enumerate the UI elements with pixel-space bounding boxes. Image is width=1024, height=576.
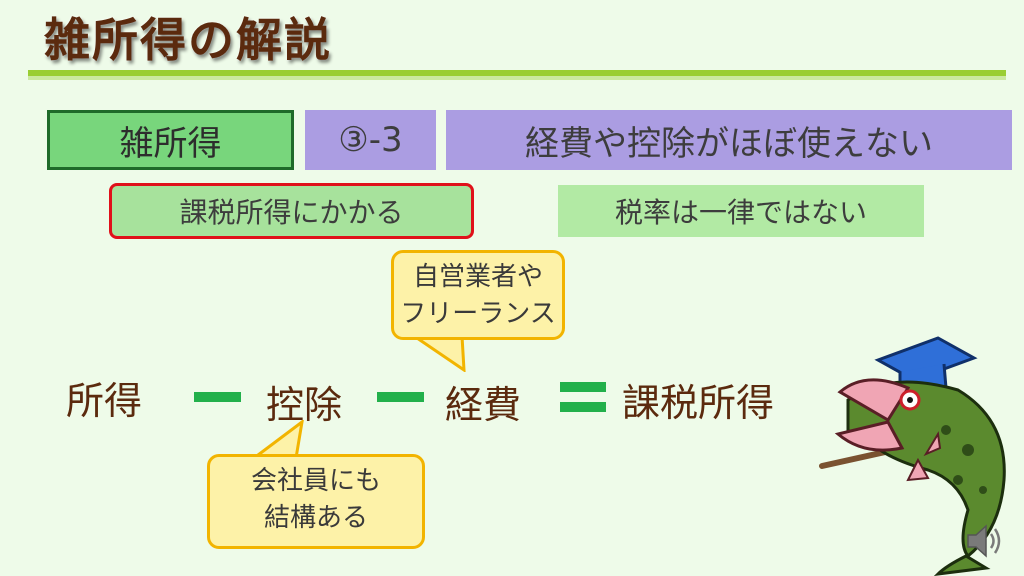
callout-top-line-1: 自営業者や xyxy=(412,262,543,292)
equals-sign xyxy=(560,382,606,412)
equation-deduction: 控除 xyxy=(266,383,343,427)
taxable-income-note: 課税所得にかかる xyxy=(109,183,474,239)
slide-title: 雑所得の解説 xyxy=(44,13,332,67)
section-number-box: ③-3 xyxy=(305,110,436,170)
speaker-icon[interactable] xyxy=(960,518,1006,564)
description-box: 経費や控除がほぼ使えない xyxy=(446,110,1012,170)
equation-income: 所得 xyxy=(66,379,143,423)
tax-rate-note: 税率は一律ではない xyxy=(558,185,924,237)
category-box: 雑所得 xyxy=(47,110,294,170)
minus-sign-1 xyxy=(194,392,241,402)
fish-mascot-icon xyxy=(819,336,1006,576)
equation-expenses: 経費 xyxy=(445,383,522,427)
callout-employees: 会社員にも 結構ある xyxy=(207,454,425,549)
title-underline xyxy=(28,70,1006,82)
callout-self-employed: 自営業者や フリーランス xyxy=(391,250,565,340)
minus-sign-2 xyxy=(377,392,424,402)
callout-tail-top xyxy=(411,336,466,372)
callout-bottom-line-2: 結構ある xyxy=(263,503,368,533)
equation-taxable-income: 課税所得 xyxy=(622,381,775,425)
callout-top-line-2: フリーランス xyxy=(400,299,556,329)
callout-bottom-line-1: 会社員にも xyxy=(250,466,381,496)
